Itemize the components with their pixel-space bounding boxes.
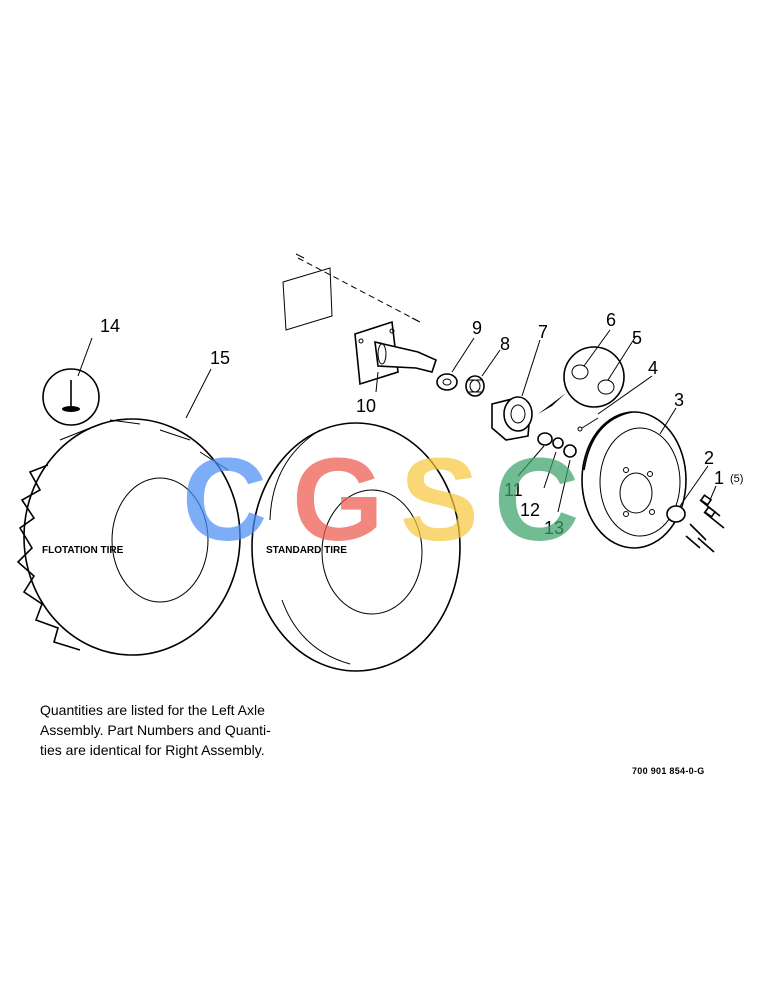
flotation-tire-label: FLOTATION TIRE [42,545,124,556]
drawing-number: 700 901 854-0-G [632,766,705,776]
callout-11: 11 [504,480,523,500]
callout-1-quantity: (5) [730,473,743,485]
callout-10: 10 [356,396,376,416]
valve-stem-inset [42,368,100,426]
spindle-part [354,320,437,386]
quantities-note-text: Quantities are listed for the Left Axle … [40,702,271,758]
standard-tire [251,422,461,672]
callout-15: 15 [210,348,230,368]
callout-6: 6 [606,310,616,330]
callout-2: 2 [704,448,714,468]
seal-part [436,373,458,391]
mounting-plate [282,253,421,331]
leader-lines [77,329,717,513]
callout-3: 3 [674,390,684,410]
callout-7: 7 [538,322,548,342]
flotation-tire [16,418,241,656]
watermark-letter-4: C [494,434,579,566]
hubcap-and-bolts [666,494,725,553]
bearing-part [465,375,485,397]
watermark-letter-3: S [400,434,479,566]
callout-14: 14 [100,316,120,336]
callout-9: 9 [472,318,482,338]
hub-part [491,396,533,441]
wheel-part [581,411,687,549]
callout-13: 13 [544,518,564,538]
quantities-note: Quantities are listed for the Left Axle … [40,700,320,760]
standard-tire-label: STANDARD TIRE [266,545,347,556]
nut-washer-parts [537,417,599,458]
watermark-letter-2: G [292,434,384,566]
callout-4: 4 [648,358,658,378]
watermark: C G S C [182,434,579,566]
bearing-cups-inset [538,346,625,414]
callout-1: 1 [714,468,724,488]
watermark-letter-1: C [182,434,267,566]
callout-12: 12 [520,500,540,520]
callout-5: 5 [632,328,642,348]
callout-8: 8 [500,334,510,354]
